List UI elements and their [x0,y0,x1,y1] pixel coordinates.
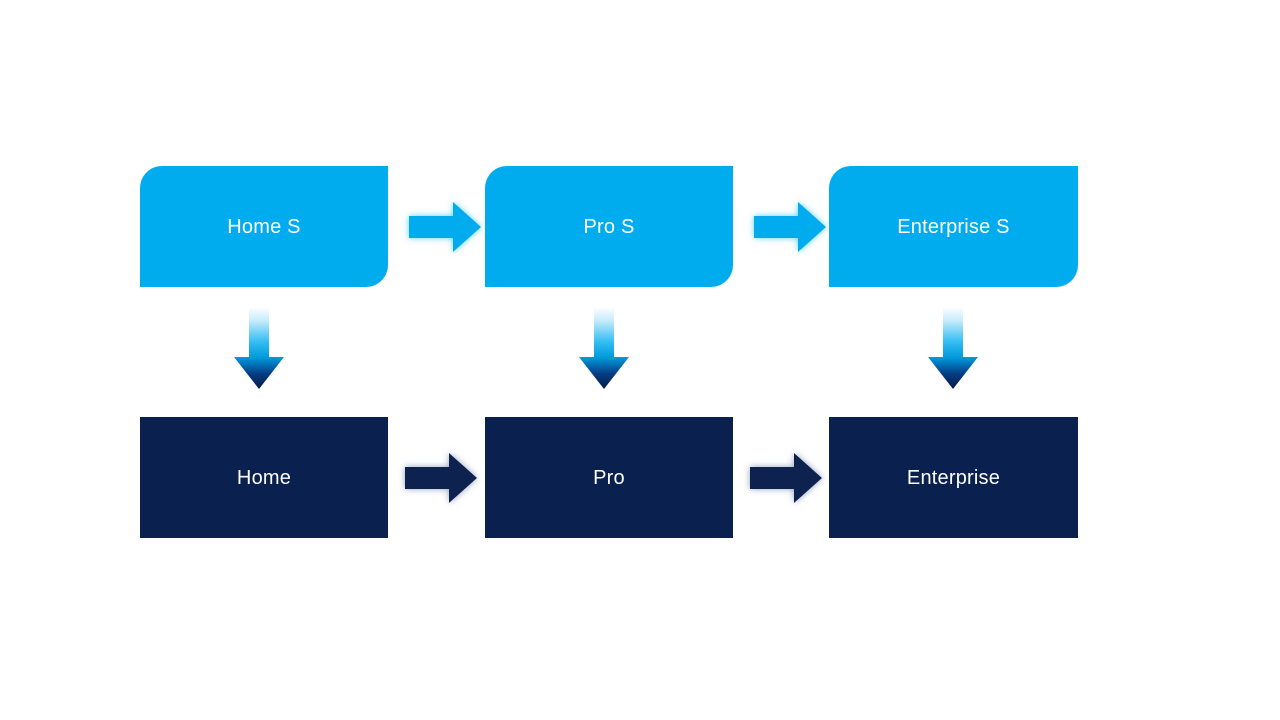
node-enterprise-s-label: Enterprise S [897,215,1010,238]
node-pro-label: Pro [593,466,625,489]
connector-pro-to-enterprise[interactable] [748,449,824,507]
connector-home-to-pro[interactable] [403,449,479,507]
connector-enterprise-s-to-enterprise[interactable] [925,307,981,391]
node-enterprise[interactable]: Enterprise [829,417,1078,538]
arrow-right-icon [754,202,826,252]
connector-home-s-to-pro-s[interactable] [407,198,483,256]
node-enterprise-label: Enterprise [906,466,1001,489]
connector-pro-s-to-pro[interactable] [576,307,632,391]
connector-home-s-to-home[interactable] [231,307,287,391]
node-home-s-label: Home S [227,215,301,238]
node-home-s[interactable]: Home S [140,166,388,287]
node-home-label: Home [236,466,292,489]
arrow-right-icon [750,453,822,503]
node-enterprise-s[interactable]: Enterprise S [829,166,1078,287]
arrow-down-icon [928,307,978,389]
node-pro-s[interactable]: Pro S [485,166,733,287]
node-pro[interactable]: Pro [485,417,733,538]
arrow-right-icon [409,202,481,252]
arrow-down-icon [579,307,629,389]
arrow-right-icon [405,453,477,503]
connector-pro-s-to-enterprise-s[interactable] [752,198,828,256]
node-home[interactable]: Home [140,417,388,538]
node-pro-s-label: Pro S [583,215,635,238]
arrow-down-icon [234,307,284,389]
